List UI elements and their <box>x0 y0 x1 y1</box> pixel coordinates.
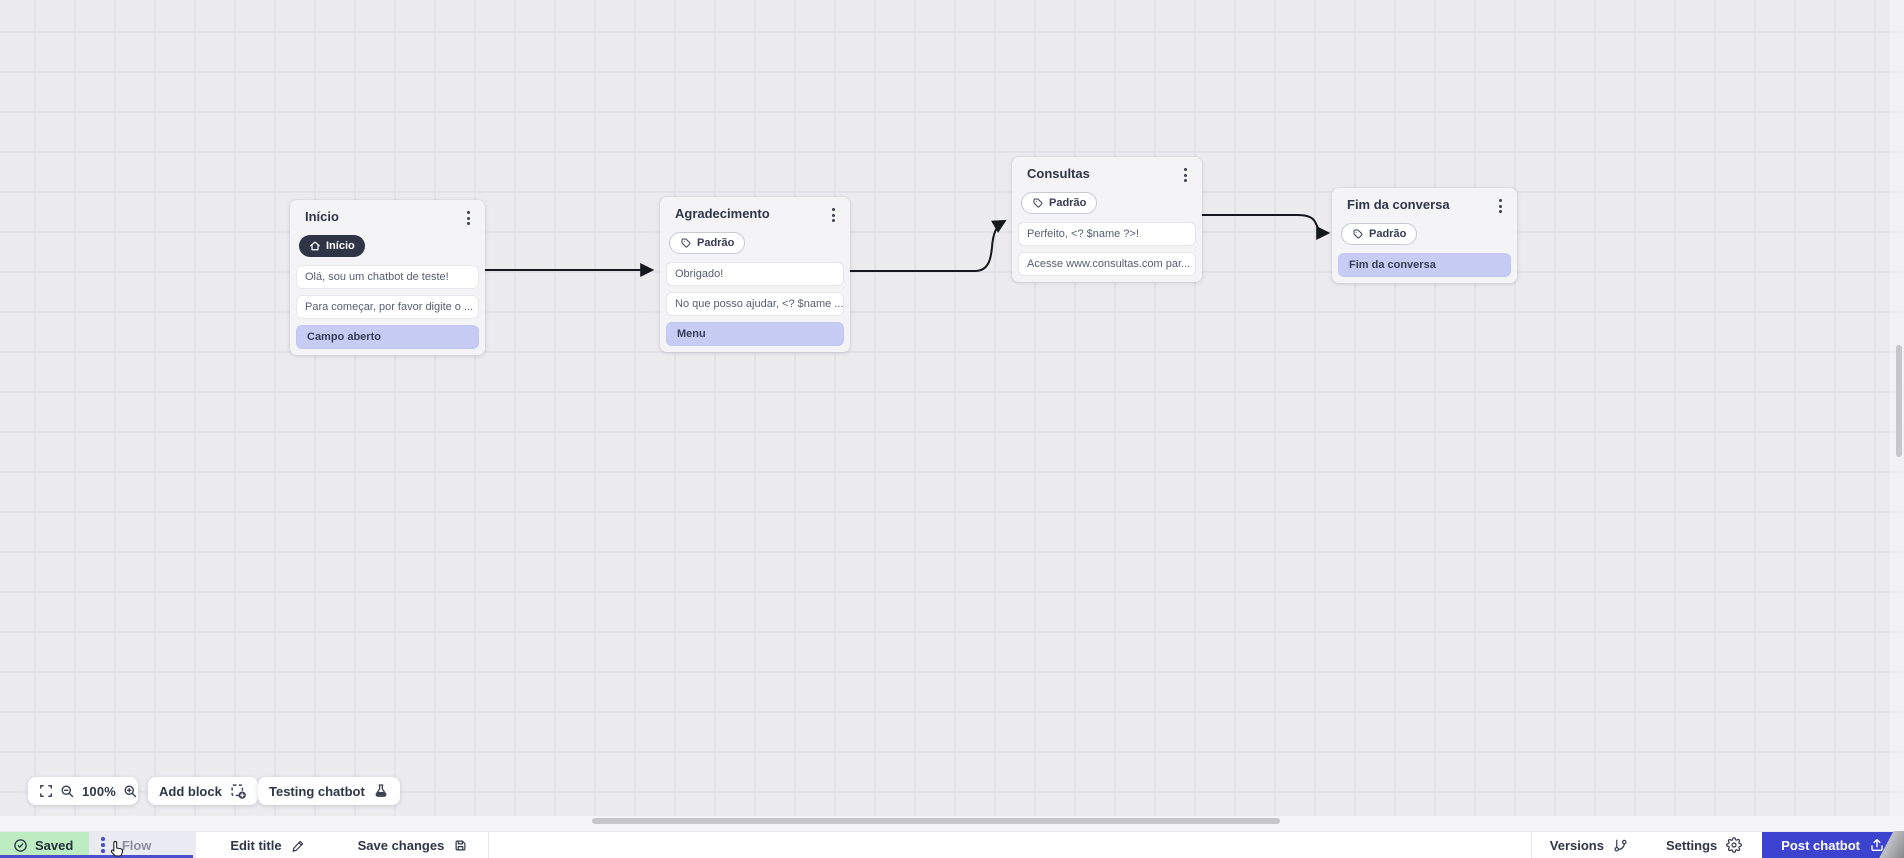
flow-tab-label: Flow <box>121 837 152 853</box>
saved-status: Saved <box>0 832 90 858</box>
vertical-scrollbar[interactable] <box>1896 345 1902 457</box>
flow-node-consultas[interactable]: Consultas Padrão Perfeito, <? $name ?>! … <box>1012 157 1202 282</box>
zoom-level: 100% <box>82 783 117 799</box>
message-card[interactable]: Obrigado! <box>666 262 844 286</box>
tag-icon <box>1033 198 1043 208</box>
flow-node-fim-da-conversa[interactable]: Fim da conversa Padrão Fim da conversa <box>1332 188 1517 283</box>
zoom-toolbar: 100% <box>28 777 138 805</box>
add-block-icon <box>231 783 246 799</box>
start-badge: Início <box>299 235 365 257</box>
fullscreen-icon <box>40 785 52 797</box>
node-title: Fim da conversa <box>1347 197 1450 212</box>
edit-title-label: Edit title <box>230 837 282 853</box>
node-title: Início <box>305 209 339 224</box>
fullscreen-button[interactable] <box>39 784 53 798</box>
node-title: Agradecimento <box>675 206 770 221</box>
tag-icon <box>681 238 691 248</box>
type-badge-label: Padrão <box>697 237 735 249</box>
type-badge-label: Padrão <box>1369 228 1407 240</box>
versions-label: Versions <box>1549 837 1604 853</box>
status-bar: Saved Flow Edit title Save changes Versi… <box>0 831 1904 858</box>
tab-flow[interactable]: Flow <box>89 832 197 858</box>
input-card[interactable]: Menu <box>666 322 844 346</box>
save-changes-button[interactable]: Save changes <box>338 832 489 858</box>
check-circle-icon <box>14 838 27 852</box>
post-chatbot-label: Post chatbot <box>1781 837 1860 853</box>
versions-button[interactable]: Versions <box>1532 832 1646 858</box>
type-badge: Padrão <box>1341 223 1418 245</box>
zoom-out-button[interactable] <box>60 784 75 799</box>
home-icon <box>310 241 320 251</box>
input-card[interactable]: Campo aberto <box>296 325 479 349</box>
git-branch-icon <box>1614 839 1627 852</box>
save-icon <box>455 840 466 850</box>
active-tab-indicator <box>0 855 193 858</box>
connection-agradecimento-consultas <box>849 219 1007 272</box>
zoom-in-icon <box>124 785 137 797</box>
window-resize-grip <box>1872 831 1904 858</box>
horizontal-scrollbar[interactable] <box>592 818 1280 824</box>
start-badge-label: Início <box>326 240 355 252</box>
settings-label: Settings <box>1665 837 1718 853</box>
saved-label: Saved <box>35 837 74 853</box>
flow-canvas[interactable]: Início Início Olá, sou um chatbot de tes… <box>0 0 1904 831</box>
statusbar-divider <box>1530 832 1532 858</box>
edit-title-button[interactable]: Edit title <box>210 832 325 858</box>
type-badge: Padrão <box>1021 192 1098 214</box>
node-menu-icon[interactable] <box>1492 196 1509 216</box>
testing-chatbot-label: Testing chatbot <box>269 783 365 799</box>
message-card[interactable]: Para começar, por favor digite o ... <box>296 295 479 319</box>
type-badge: Padrão <box>669 232 746 254</box>
flow-menu-icon[interactable] <box>99 835 107 855</box>
flow-node-inicio[interactable]: Início Início Olá, sou um chatbot de tes… <box>290 200 485 355</box>
flow-node-agradecimento[interactable]: Agradecimento Padrão Obrigado! No que po… <box>660 197 850 352</box>
node-title: Consultas <box>1027 166 1090 181</box>
add-block-label: Add block <box>159 783 222 799</box>
input-card[interactable]: Fim da conversa <box>1338 253 1511 277</box>
connections-layer <box>481 214 1331 277</box>
message-card[interactable]: Perfeito, <? $name ?>! <box>1018 222 1196 246</box>
tag-icon <box>1353 229 1363 239</box>
flask-icon <box>375 784 387 797</box>
message-card[interactable]: No que posso ajudar, <? $name ... <box>666 292 844 316</box>
message-card[interactable]: Olá, sou um chatbot de teste! <box>296 265 479 289</box>
node-menu-icon[interactable] <box>825 205 842 225</box>
message-card[interactable]: Acesse www.consultas.com par... <box>1018 252 1196 276</box>
testing-chatbot-button[interactable]: Testing chatbot <box>258 777 400 805</box>
settings-button[interactable]: Settings <box>1646 832 1762 858</box>
type-badge-label: Padrão <box>1049 197 1087 209</box>
gear-icon <box>1726 837 1743 853</box>
statusbar-divider <box>488 832 490 858</box>
node-menu-icon[interactable] <box>1177 165 1194 185</box>
add-block-button[interactable]: Add block <box>148 777 258 805</box>
node-menu-icon[interactable] <box>460 208 477 228</box>
save-changes-label: Save changes <box>357 837 445 853</box>
zoom-in-button[interactable] <box>123 784 138 799</box>
pencil-icon <box>292 840 303 852</box>
zoom-out-icon <box>61 785 74 797</box>
connection-consultas-fim <box>1201 214 1331 240</box>
